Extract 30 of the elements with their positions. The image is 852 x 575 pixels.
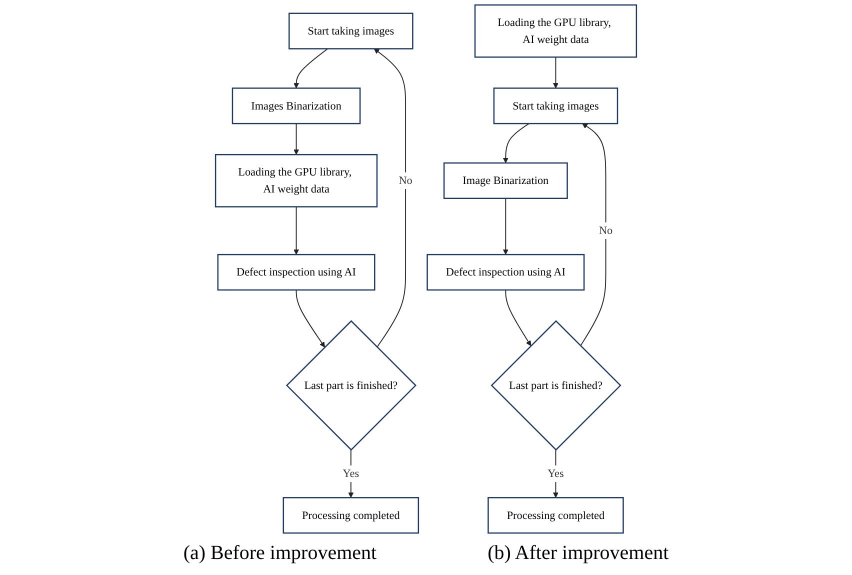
arrow xyxy=(348,449,354,498)
arrow xyxy=(553,449,558,498)
node-box: Processing completed xyxy=(282,497,420,534)
figure-caption: (a) Before improvement xyxy=(183,542,377,565)
edge-label: No xyxy=(598,224,613,237)
node-diamond: Last part is finished? xyxy=(490,320,622,451)
node-box: Loading the GPU library, AI weight data xyxy=(214,154,378,208)
node-box: Image Binarization xyxy=(443,162,568,199)
arrow xyxy=(294,123,299,155)
arrow xyxy=(296,290,325,348)
figure-caption: (b) After improvement xyxy=(488,542,669,565)
arrow xyxy=(580,123,606,346)
arrow xyxy=(502,198,508,255)
arrow xyxy=(294,48,328,88)
node-box: Start taking images xyxy=(493,88,618,124)
edge-label: No xyxy=(398,174,412,187)
node-box: Defect inspection using AI xyxy=(426,254,585,291)
arrow xyxy=(505,290,532,346)
node-diamond: Last part is finished? xyxy=(286,320,417,451)
edge-label: Yes xyxy=(342,467,360,480)
edge-label: Yes xyxy=(548,467,564,480)
arrow xyxy=(294,206,299,255)
node-box: Defect inspection using AI xyxy=(217,254,376,291)
node-box: Start taking images xyxy=(288,12,414,50)
arrow xyxy=(374,48,406,348)
node-box: Images Binarization xyxy=(232,88,361,124)
node-box: Loading the GPU library, AI weight data xyxy=(474,4,638,58)
arrow xyxy=(502,123,530,164)
arrow xyxy=(553,56,558,88)
node-box: Processing completed xyxy=(488,497,624,534)
